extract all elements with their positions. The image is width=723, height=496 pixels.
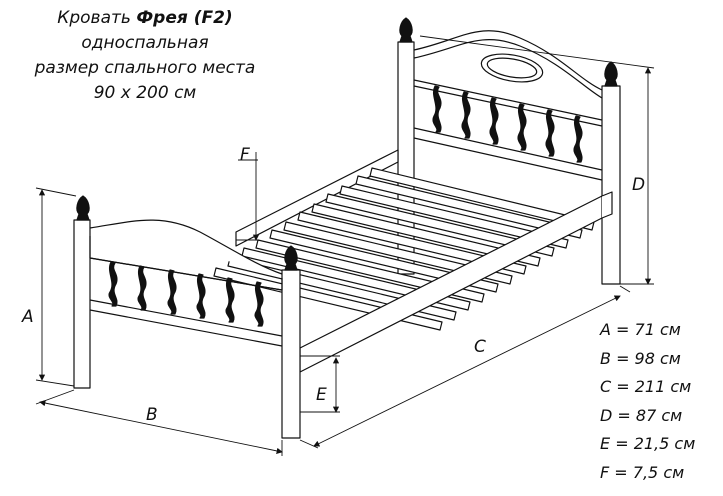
legend-b: B = 98 см bbox=[600, 348, 681, 368]
legend-a: A = 71 см bbox=[600, 320, 681, 339]
headboard-oval bbox=[480, 53, 544, 83]
legend-e: E = 21,5 см bbox=[600, 434, 696, 453]
dim-b-line bbox=[39, 400, 283, 454]
title-brand: Фрея (F2) bbox=[136, 8, 233, 28]
dim-d-label: D bbox=[632, 175, 645, 195]
title-prefix: Кровать bbox=[57, 8, 131, 28]
footboard-right-post bbox=[281, 269, 301, 439]
footboard-finial-left bbox=[76, 195, 90, 221]
legend-c: C = 211 см bbox=[600, 377, 692, 396]
footboard bbox=[73, 195, 301, 439]
far-side-rail bbox=[235, 149, 399, 247]
dim-b-label: B bbox=[146, 405, 158, 425]
title-line-4: 90 х 200 см bbox=[93, 83, 197, 103]
dimension-lines bbox=[35, 35, 655, 456]
dim-a-label: A bbox=[21, 307, 34, 327]
title-line-3: размер спального места bbox=[34, 58, 256, 78]
dimension-legend: A = 71 см B = 98 см C = 211 см D = 87 см… bbox=[600, 316, 720, 487]
dim-c-label: C bbox=[474, 337, 486, 357]
title-block: Кровать Фрея (F2) односпальная размер сп… bbox=[0, 6, 290, 106]
headboard-finial-left bbox=[399, 17, 413, 43]
title-line-1: Кровать Фрея (F2) bbox=[0, 6, 290, 31]
headboard-arch bbox=[413, 30, 603, 91]
footboard-left-post bbox=[73, 219, 91, 389]
bed-lines bbox=[73, 17, 621, 439]
dimension-labels: A B C D E F bbox=[21, 145, 645, 425]
legend-d: D = 87 см bbox=[600, 405, 683, 425]
footboard-arch bbox=[89, 219, 283, 275]
headboard-spindles bbox=[432, 85, 583, 163]
headboard-right-post bbox=[601, 85, 621, 285]
title-line-2: односпальная bbox=[81, 33, 209, 53]
dim-e-label: E bbox=[316, 385, 327, 405]
footboard-finial-right bbox=[284, 245, 298, 271]
dim-c-line bbox=[313, 295, 621, 447]
headboard-finial-right bbox=[604, 61, 618, 87]
legend-f: F = 7,5 см bbox=[600, 462, 685, 482]
footboard-spindles bbox=[108, 261, 264, 327]
dim-f-label: F bbox=[240, 145, 250, 165]
